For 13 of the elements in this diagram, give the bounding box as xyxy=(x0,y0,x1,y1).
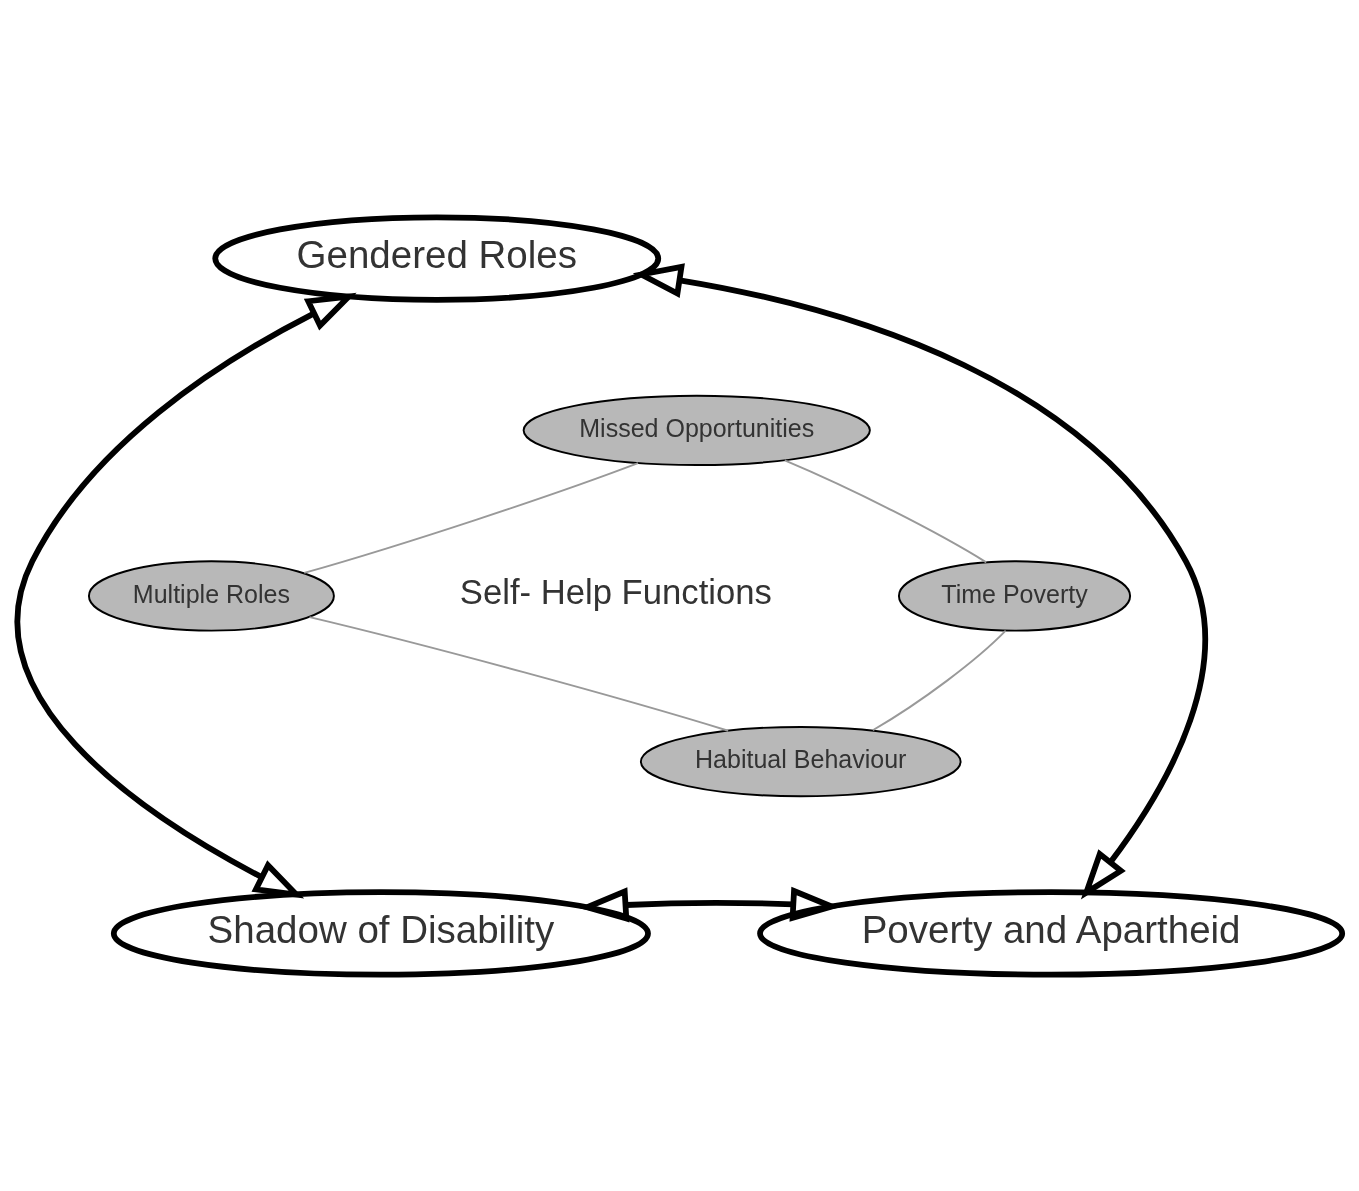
connector xyxy=(308,615,730,732)
arrow xyxy=(14,292,357,898)
label: Self- Help Functions xyxy=(459,572,772,611)
node-ellipse: Multiple Roles xyxy=(87,559,335,632)
node-ellipse: Time Poverty xyxy=(897,559,1132,632)
node-ellipse: Gendered Roles xyxy=(212,213,662,303)
connector xyxy=(783,459,988,563)
arrow xyxy=(578,886,841,922)
node-ellipse: Missed Opportunities xyxy=(522,394,871,466)
arrow xyxy=(632,262,1208,899)
connector xyxy=(871,629,1007,731)
node-ellipse: Habitual Behaviour xyxy=(639,725,962,797)
connector xyxy=(303,461,639,574)
